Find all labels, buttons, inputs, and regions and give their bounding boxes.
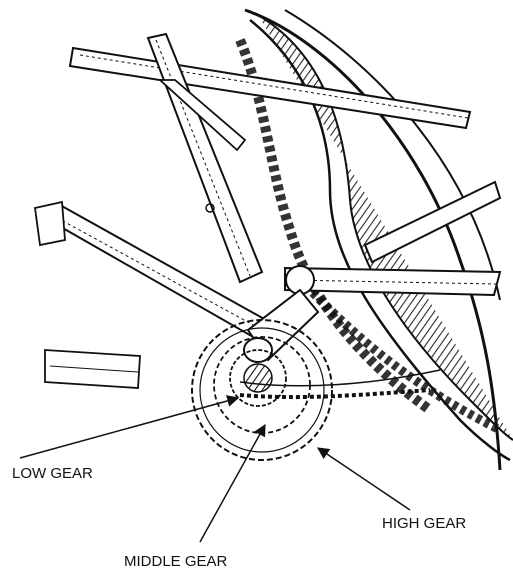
top-tube: [70, 48, 470, 128]
bottom-bracket: [244, 290, 318, 362]
pedal: [45, 350, 140, 388]
middle-gear-leader: [200, 425, 265, 542]
high-gear-leader: [318, 448, 410, 510]
right-crank-arm: [285, 266, 500, 295]
middle-gear-label: MIDDLE GEAR: [124, 553, 228, 570]
low-gear-leader: [20, 398, 238, 458]
low-gear-label: LOW GEAR: [12, 465, 93, 482]
high-gear-label: HIGH GEAR: [382, 515, 466, 532]
